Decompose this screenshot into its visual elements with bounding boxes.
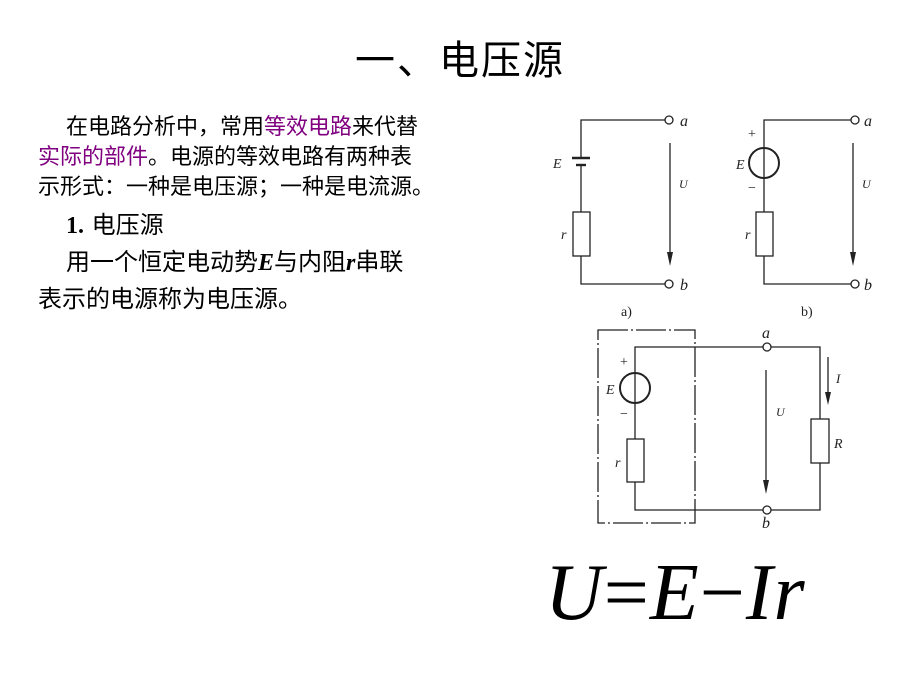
- definition-text: 串联: [355, 248, 404, 276]
- label-node-b: b: [864, 277, 872, 294]
- section-number: 1.: [66, 213, 84, 239]
- label-node-a: a: [762, 325, 770, 342]
- terminal-a-icon: [850, 115, 860, 125]
- formula-U: U: [545, 549, 604, 637]
- label-E: E: [735, 158, 745, 173]
- resistor-r-icon: [572, 211, 591, 257]
- label-node-b: b: [762, 515, 770, 532]
- intro-line-2: 实际的部件。电源的等效电路有两种表: [38, 143, 508, 173]
- label-node-a: a: [864, 113, 872, 130]
- intro-line-3: 示形式：一种是电压源；一种是电流源。: [38, 175, 435, 200]
- resistor-r-icon: [755, 211, 774, 257]
- label-U: U: [776, 405, 786, 419]
- terminal-b-icon: [664, 279, 674, 289]
- symbol-E: E: [258, 250, 275, 276]
- definition-text: 用一个恒定电动势: [66, 248, 258, 276]
- voltage-source-section: 1. 电压源 用一个恒定电动势E与内阻r串联 表示的电源称为电压源。: [38, 207, 508, 317]
- label-node-a: a: [680, 113, 688, 130]
- plus-sign: +: [748, 127, 756, 142]
- highlight-equivalent-circuit: 等效电路: [264, 115, 353, 140]
- definition-line-1: 用一个恒定电动势E与内阻r串联: [38, 244, 508, 281]
- circuit-b: + − E r U a b b): [735, 113, 872, 320]
- label-R: R: [833, 437, 843, 452]
- label-r: r: [561, 228, 567, 243]
- label-node-b: b: [680, 277, 688, 294]
- label-E: E: [552, 157, 562, 172]
- label-I: I: [835, 371, 841, 386]
- intro-text: 。电源的等效电路有两种表: [148, 145, 413, 170]
- formula-equals: =: [603, 549, 650, 637]
- highlight-actual-component: 实际的部件: [38, 145, 149, 170]
- caption-a: a): [621, 305, 632, 320]
- label-r: r: [615, 456, 621, 471]
- circuit-a: E r U a b a): [552, 113, 689, 320]
- formula-E: E: [649, 549, 700, 637]
- intro-line-1: 在电路分析中，常用等效电路来代替: [38, 113, 508, 143]
- symbol-r: r: [346, 250, 356, 276]
- label-E: E: [605, 383, 615, 398]
- resistor-r-icon: [626, 438, 645, 483]
- terminal-a-icon: [664, 115, 674, 125]
- definition-text: 与内阻: [274, 248, 347, 276]
- definition-line-2: 表示的电源称为电压源。: [38, 285, 302, 313]
- intro-text: 来代替: [352, 115, 419, 140]
- resistor-R-icon: [810, 418, 830, 464]
- minus-sign: −: [620, 407, 628, 422]
- source-boundary-box: [597, 329, 696, 524]
- terminal-b-icon: [850, 279, 860, 289]
- terminal-a-icon: [762, 342, 772, 352]
- label-U: U: [679, 177, 689, 191]
- slide-title: 一、电压源: [355, 38, 565, 84]
- intro-text: 在电路分析中，常用: [66, 115, 265, 140]
- formula-Ir: Ir: [745, 549, 806, 637]
- section-heading-text: 电压源: [91, 211, 164, 239]
- caption-b: b): [801, 305, 813, 320]
- plus-sign: +: [620, 355, 628, 370]
- formula-minus: −: [699, 549, 746, 637]
- terminal-b-icon: [762, 505, 772, 515]
- intro-paragraph: 在电路分析中，常用等效电路来代替 实际的部件。电源的等效电路有两种表 示形式：一…: [38, 113, 508, 203]
- section-heading: 1. 电压源: [38, 207, 508, 244]
- circuit-c: + − E r U I R a b: [597, 325, 843, 532]
- label-r: r: [745, 228, 751, 243]
- minus-sign: −: [748, 181, 756, 196]
- label-U: U: [862, 177, 872, 191]
- formula: U=E−Ir: [545, 548, 806, 638]
